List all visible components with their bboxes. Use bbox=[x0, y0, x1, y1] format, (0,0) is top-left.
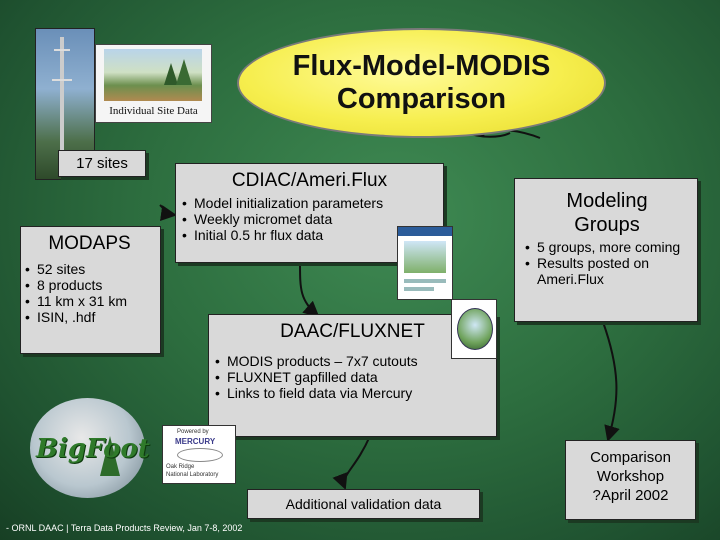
sites-count-box: 17 sites bbox=[58, 150, 146, 177]
list-item: 52 sites bbox=[25, 261, 154, 277]
daac-fluxnet-box: DAAC/FLUXNET MODIS products – 7x7 cutout… bbox=[208, 314, 497, 437]
arrow-daac-to-validation bbox=[332, 435, 371, 490]
sites-count-label: 17 sites bbox=[76, 155, 128, 172]
list-item: MODIS products – 7x7 cutouts bbox=[215, 353, 490, 369]
validation-data-box: Additional validation data bbox=[247, 489, 480, 519]
arrow-modaps-to-cdiac bbox=[159, 204, 177, 221]
title-ellipse: Flux-Model-MODIS Comparison bbox=[237, 28, 606, 138]
comparison-workshop-box: Comparison Workshop ?April 2002 bbox=[565, 440, 696, 520]
mercury-powered-by: Powered by bbox=[177, 429, 209, 435]
page-title: Flux-Model-MODIS Comparison bbox=[293, 50, 551, 117]
workshop-line-2: Workshop bbox=[596, 467, 665, 485]
fluxnet-logo bbox=[451, 299, 497, 359]
cdiac-ameriflux-box: CDIAC/Ameri.Flux Model initialization pa… bbox=[175, 163, 444, 263]
modeling-heading: Modeling Groups bbox=[566, 190, 648, 236]
daac-list: MODIS products – 7x7 cutouts FLUXNET gap… bbox=[215, 353, 490, 401]
cdiac-heading: CDIAC/Ameri.Flux bbox=[231, 170, 388, 191]
modaps-list: 52 sites 8 products 11 km x 31 km ISIN, … bbox=[25, 261, 154, 325]
arrow-cdiac-to-daac bbox=[299, 261, 320, 318]
modaps-heading: MODAPS bbox=[48, 233, 131, 254]
workshop-line-1: Comparison bbox=[590, 449, 671, 466]
list-item: 8 products bbox=[25, 277, 154, 293]
cdiac-list: Model initialization parameters Weekly m… bbox=[182, 195, 437, 243]
list-item: ISIN, .hdf bbox=[25, 309, 154, 325]
list-item: Results posted on Ameri.Flux bbox=[525, 255, 689, 287]
list-item: FLUXNET gapfilled data bbox=[215, 369, 490, 385]
list-item: 5 groups, more coming bbox=[525, 239, 689, 255]
arrow-modeling-to-workshop bbox=[602, 321, 620, 442]
modeling-groups-box: Modeling Groups 5 groups, more coming Re… bbox=[514, 178, 698, 322]
list-item: Links to field data via Mercury bbox=[215, 385, 490, 401]
list-item: 11 km x 31 km bbox=[25, 293, 154, 309]
diorama-image bbox=[104, 49, 202, 101]
footer-text: - ORNL DAAC | Terra Data Products Review… bbox=[6, 523, 243, 533]
workshop-line-3: ?April 2002 bbox=[592, 486, 669, 504]
modeling-list: 5 groups, more coming Results posted on … bbox=[525, 239, 689, 287]
list-item: Initial 0.5 hr flux data bbox=[182, 227, 437, 243]
modaps-box: MODAPS 52 sites 8 products 11 km x 31 km… bbox=[20, 226, 161, 354]
bigfoot-logo: BigFoot bbox=[30, 398, 150, 498]
mercury-logo: Powered by MERCURY Oak Ridge National La… bbox=[162, 425, 236, 484]
daac-heading: DAAC/FLUXNET bbox=[280, 321, 425, 342]
list-item: Model initialization parameters bbox=[182, 195, 437, 211]
mercury-name: MERCURY bbox=[175, 437, 216, 446]
ameriflux-web-thumbnail bbox=[397, 226, 453, 300]
site-photo: Individual Site Data bbox=[95, 44, 212, 123]
title-line-2: Comparison bbox=[336, 83, 507, 115]
list-item: Weekly micromet data bbox=[182, 211, 437, 227]
mercury-sub-2: National Laboratory bbox=[166, 472, 219, 478]
site-photo-caption: Individual Site Data bbox=[109, 105, 198, 117]
bigfoot-logo-text: BigFoot bbox=[36, 434, 150, 464]
title-line-1: Flux-Model-MODIS bbox=[292, 49, 551, 82]
mercury-sub-1: Oak Ridge bbox=[166, 464, 195, 470]
validation-data-label: Additional validation data bbox=[285, 496, 442, 512]
